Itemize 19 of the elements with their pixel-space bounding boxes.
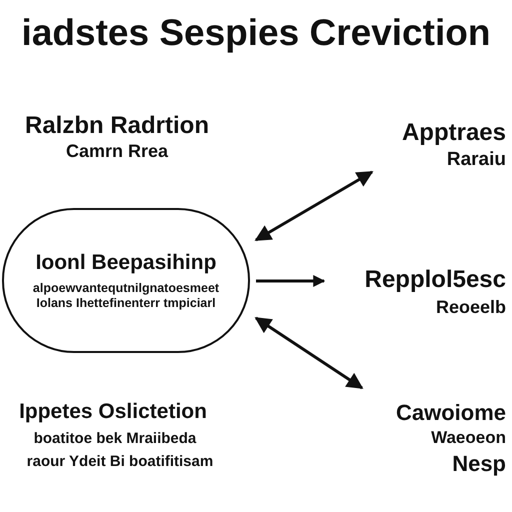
heading-text: Ioonl Beepasihinp xyxy=(36,251,216,276)
body-text: Waeoeon xyxy=(431,428,506,448)
arrow xyxy=(256,275,326,287)
body-text: Reoeelb xyxy=(436,296,506,318)
heading-text: Repplol5esc xyxy=(364,266,506,294)
body-text: Camrn Rrea xyxy=(66,141,168,162)
body-text: Raraiu xyxy=(446,149,506,172)
body-text: Nesp xyxy=(452,450,506,476)
heading-text: Ralzbn Radrtion xyxy=(25,112,209,140)
body-text: raour Ydeit Bi boatifitisam xyxy=(26,453,214,470)
heading-text: Ippetes Oslictetion xyxy=(19,400,207,424)
body-text: alpoewvantequtnilgnatoesmeet Iolans Ihettefinenterr tmpiciarl xyxy=(32,281,220,310)
title: iadstes Sespies Creviction xyxy=(22,12,490,55)
heading-text: Cawoiome xyxy=(396,400,506,426)
double-arrow xyxy=(254,170,374,242)
rounded-pill xyxy=(2,208,250,353)
body-text: boatitoe bek Mraiibeda xyxy=(34,430,196,448)
heading-text: Apptraes xyxy=(402,118,506,146)
double-arrow xyxy=(254,316,364,390)
